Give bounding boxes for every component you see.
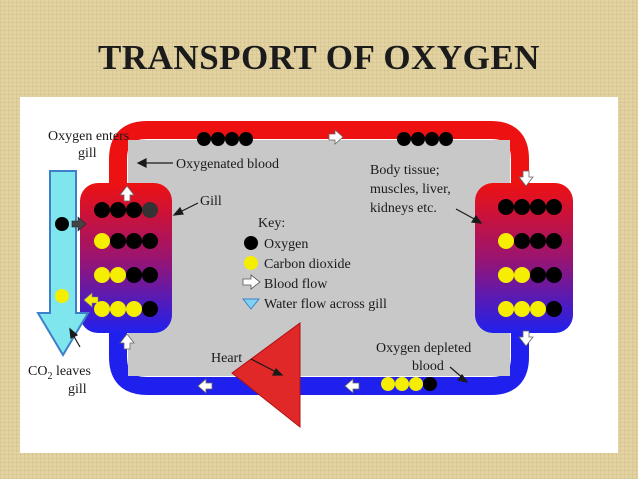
key-oxygen-icon xyxy=(244,236,258,250)
co2-molecule xyxy=(530,301,546,317)
key-label-water-flow: Water flow across gill xyxy=(264,297,387,312)
oxygen-molecule xyxy=(126,267,142,283)
leader-lines xyxy=(69,158,483,383)
oxygen-molecule xyxy=(94,202,110,218)
co2-molecule xyxy=(55,289,69,303)
co2-molecule xyxy=(514,267,530,283)
label-body-tissue-2: muscles, liver, xyxy=(370,182,451,197)
oxygen-molecule xyxy=(411,132,425,146)
label-oxygenated-blood: Oxygenated blood xyxy=(176,157,279,172)
tissue-chamber xyxy=(475,183,573,333)
co2-molecule xyxy=(514,301,530,317)
co2-molecule xyxy=(94,233,110,249)
co2-molecule xyxy=(395,377,409,391)
oxygen-molecule xyxy=(514,199,530,215)
circulation-loop xyxy=(109,121,529,395)
oxygen-molecule xyxy=(530,199,546,215)
co2-molecule xyxy=(409,377,423,391)
label-body-tissue-3: kidneys etc. xyxy=(370,201,437,216)
oxygen-molecule xyxy=(142,233,158,249)
co2-molecule xyxy=(94,267,110,283)
blood-flow-arrow-right-down xyxy=(518,170,534,187)
oxygen-molecule xyxy=(397,132,411,146)
oxygen-molecule xyxy=(55,217,69,231)
co2-molecule xyxy=(381,377,395,391)
blood-flow-arrow-bottom-2 xyxy=(197,378,213,394)
oxygen-molecule xyxy=(126,202,142,218)
oxygen-molecule xyxy=(546,199,562,215)
label-co2-leaves-1: CO2 leaves xyxy=(28,364,91,382)
oxygen-transport-diagram: Oxygen enters gill Oxygenated blood Gill… xyxy=(28,121,573,429)
oxygen-molecule xyxy=(110,233,126,249)
label-gill: Gill xyxy=(200,194,222,209)
label-oxygen-depleted-1: Oxygen depleted xyxy=(376,341,471,356)
label-body-tissue-1: Body tissue; xyxy=(370,163,440,178)
slide-title: TRANSPORT OF OXYGEN xyxy=(98,38,540,77)
deoxygenated-vessel xyxy=(109,323,529,395)
label-oxygen-depleted-2: blood xyxy=(412,359,444,374)
oxygen-molecule xyxy=(126,233,142,249)
key-label-co2: Carbon dioxide xyxy=(264,257,351,272)
gill-chamber xyxy=(80,183,172,333)
key-label-blood-flow: Blood flow xyxy=(264,277,328,292)
blood-flow-arrow-bottom-right-down xyxy=(518,330,534,347)
oxygen-molecule xyxy=(514,233,530,249)
oxygenated-vessel xyxy=(109,121,529,193)
oxygen-molecule xyxy=(546,267,562,283)
oxygen-molecule xyxy=(546,233,562,249)
oxygen-molecule xyxy=(142,267,158,283)
co2-molecule xyxy=(110,301,126,317)
oxygen-molecule xyxy=(498,199,514,215)
label-oxygen-enters-2: gill xyxy=(78,146,97,161)
oxygen-molecule xyxy=(197,132,211,146)
oxygen-molecule xyxy=(142,301,158,317)
blood-flow-arrows xyxy=(71,129,534,394)
oxygen-molecule xyxy=(530,233,546,249)
blood-flow-arrow-top-right xyxy=(328,129,344,145)
co2-molecule xyxy=(498,301,514,317)
molecules xyxy=(55,132,562,391)
oxygen-molecule xyxy=(439,132,453,146)
label-heart: Heart xyxy=(211,351,242,366)
oxygen-molecule xyxy=(142,202,158,218)
oxygen-molecule xyxy=(546,301,562,317)
oxygen-molecule xyxy=(211,132,225,146)
blood-flow-arrow-bottom-1 xyxy=(344,378,360,394)
key-co2-icon xyxy=(244,256,258,270)
label-co2-leaves-2: gill xyxy=(68,382,87,397)
blood-flow-arrow-left-up xyxy=(119,185,135,202)
key-title: Key: xyxy=(258,216,285,231)
key-label-oxygen: Oxygen xyxy=(264,237,308,252)
key-water-flow-icon xyxy=(241,298,261,310)
gill-intake-arrow xyxy=(71,216,87,232)
oxygen-molecule xyxy=(110,202,126,218)
co2-molecule xyxy=(110,267,126,283)
co2-molecule xyxy=(94,301,110,317)
co2-molecule xyxy=(498,233,514,249)
gill-exhaust-arrow xyxy=(83,292,99,308)
key-blood-flow-icon xyxy=(242,274,261,290)
key-icons xyxy=(241,236,261,310)
oxygen-molecule xyxy=(225,132,239,146)
oxygen-molecule xyxy=(425,132,439,146)
label-oxygen-enters-1: Oxygen enters xyxy=(48,129,129,144)
oxygen-molecule xyxy=(423,377,437,391)
heart-shape xyxy=(231,322,301,429)
co2-molecule xyxy=(498,267,514,283)
body-interior xyxy=(128,140,510,376)
blood-flow-arrow-left-up-lower xyxy=(119,333,135,350)
oxygen-molecule xyxy=(239,132,253,146)
co2-molecule xyxy=(126,301,142,317)
oxygen-molecule xyxy=(530,267,546,283)
